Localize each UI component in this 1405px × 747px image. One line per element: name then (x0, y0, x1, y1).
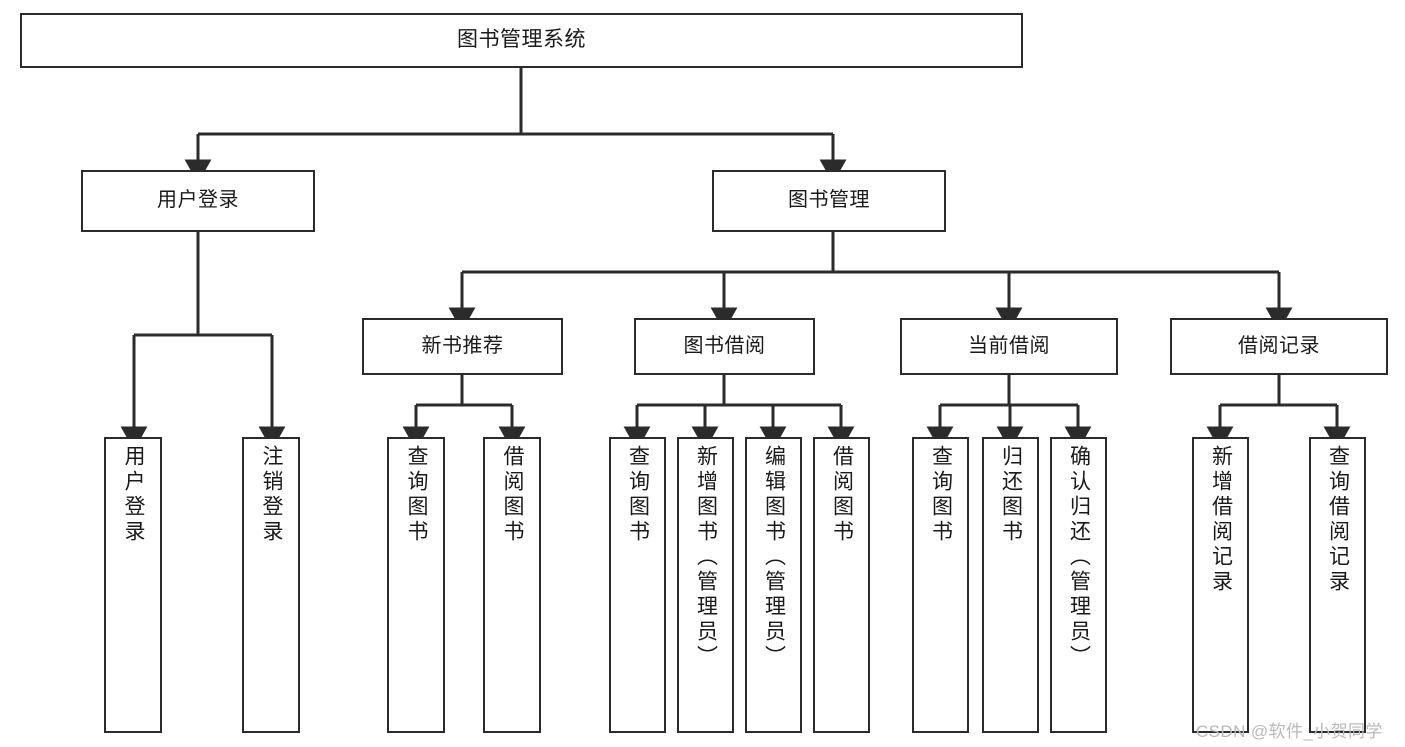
node-leaf-return-book-label: 归还图书 (999, 445, 1023, 545)
node-leaf-return-book[interactable]: 归还图书 (982, 437, 1039, 733)
node-leaf-confirm-return-label: 确认归还（管理员） (1067, 445, 1091, 670)
node-new-book-recommend[interactable]: 新书推荐 (362, 318, 563, 375)
csdn-watermark-text: CSDN @软件_小贺同学 (1196, 722, 1383, 741)
node-leaf-borrow-book-2-label: 借阅图书 (830, 445, 854, 545)
node-root-book-management-system[interactable]: 图书管理系统 (20, 13, 1023, 68)
node-new-book-recommend-label: 新书推荐 (421, 334, 504, 357)
node-leaf-logout-login-label: 注销登录 (260, 445, 284, 545)
node-leaf-edit-book-admin[interactable]: 编辑图书（管理员） (745, 437, 802, 733)
node-leaf-borrow-book-2[interactable]: 借阅图书 (813, 437, 870, 733)
node-leaf-query-book-2[interactable]: 查询图书 (609, 437, 666, 733)
node-leaf-logout-login[interactable]: 注销登录 (242, 437, 300, 733)
node-leaf-add-borrow-record-label: 新增借阅记录 (1209, 445, 1233, 595)
node-leaf-borrow-book-1-label: 借阅图书 (501, 445, 525, 545)
csdn-watermark: CSDN @软件_小贺同学 (1196, 717, 1383, 742)
node-leaf-confirm-return[interactable]: 确认归还（管理员） (1050, 437, 1107, 733)
node-leaf-user-login-label: 用户登录 (122, 445, 146, 545)
node-current-borrow-label: 当前借阅 (968, 334, 1050, 357)
node-leaf-borrow-book-1[interactable]: 借阅图书 (483, 437, 541, 733)
node-leaf-query-borrow-record[interactable]: 查询借阅记录 (1309, 437, 1366, 733)
node-user-login[interactable]: 用户登录 (81, 170, 315, 232)
node-book-management[interactable]: 图书管理 (712, 170, 946, 232)
node-leaf-query-book-2-label: 查询图书 (626, 445, 650, 545)
node-leaf-user-login[interactable]: 用户登录 (104, 437, 162, 733)
node-current-borrow[interactable]: 当前借阅 (900, 318, 1118, 375)
node-leaf-add-book-admin-label: 新增图书（管理员） (694, 445, 718, 670)
node-root-label: 图书管理系统 (457, 28, 586, 52)
node-leaf-query-book-1[interactable]: 查询图书 (387, 437, 445, 733)
node-leaf-query-book-3[interactable]: 查询图书 (912, 437, 969, 733)
node-leaf-query-book-3-label: 查询图书 (929, 445, 953, 545)
node-borrow-record[interactable]: 借阅记录 (1170, 318, 1388, 375)
node-book-management-label: 图书管理 (788, 189, 870, 212)
node-leaf-edit-book-admin-label: 编辑图书（管理员） (762, 445, 786, 670)
node-leaf-query-borrow-record-label: 查询借阅记录 (1326, 445, 1350, 595)
node-book-borrow-label: 图书借阅 (683, 334, 766, 357)
node-book-borrow[interactable]: 图书借阅 (634, 318, 815, 375)
node-leaf-add-borrow-record[interactable]: 新增借阅记录 (1192, 437, 1249, 733)
node-leaf-add-book-admin[interactable]: 新增图书（管理员） (677, 437, 734, 733)
node-user-login-label: 用户登录 (157, 189, 239, 212)
node-leaf-query-book-1-label: 查询图书 (405, 445, 429, 545)
node-borrow-record-label: 借阅记录 (1238, 334, 1320, 357)
